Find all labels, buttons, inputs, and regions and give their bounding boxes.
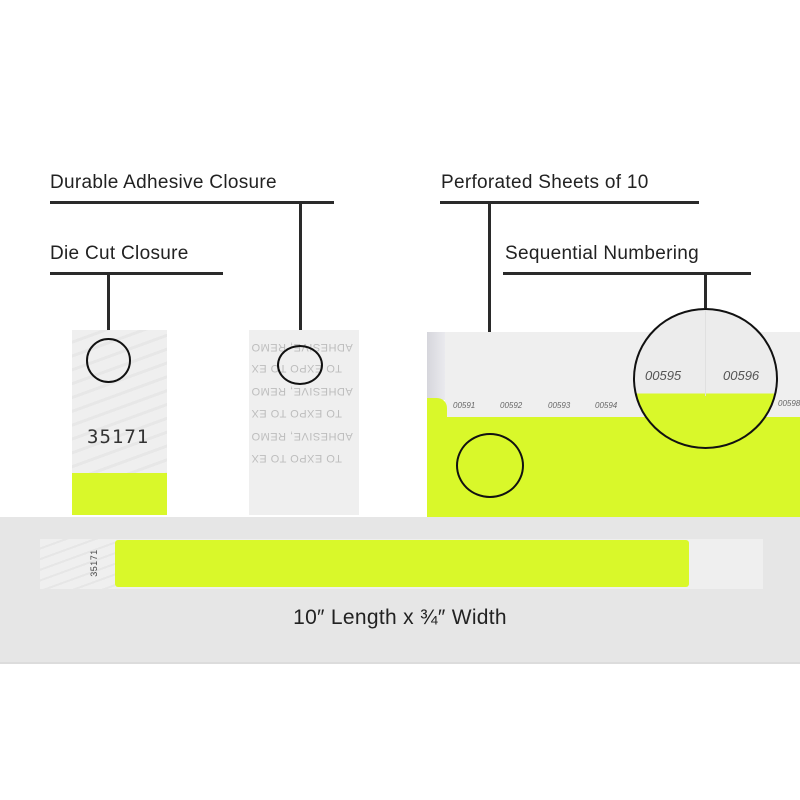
adhesive-liner-text: TO EXPO TO EX: [251, 407, 342, 419]
magnified-number: 00596: [723, 368, 760, 383]
callout-perforated-sheets: Perforated Sheets of 10: [441, 172, 649, 193]
sheet-number: 00598: [778, 399, 800, 408]
leader-line-sequential: [704, 272, 707, 308]
leader-line-die-cut: [107, 272, 110, 338]
wristband-front-number: 35171: [87, 426, 150, 448]
full-wristband-number: 35171: [88, 549, 99, 577]
callout-underline-durable: [50, 201, 334, 204]
adhesive-liner-text: ADHESIVE, REMO: [251, 385, 353, 397]
wristband-front-color-strip: [72, 473, 167, 515]
adhesive-liner-text: ADHESIVE, REMO: [251, 430, 353, 442]
leader-line-perforated: [488, 201, 491, 435]
sheet-number: 00593: [548, 401, 571, 410]
callout-sequential-numbering: Sequential Numbering: [505, 243, 700, 264]
callout-die-cut-closure: Die Cut Closure: [50, 243, 189, 264]
sheet-number: 00594: [595, 401, 618, 410]
full-wristband-left-tab: [40, 539, 115, 589]
callout-durable-adhesive-closure: Durable Adhesive Closure: [50, 172, 277, 193]
sheet-number: 00592: [500, 401, 523, 410]
full-wristband-right-tab: [692, 540, 763, 588]
perforation-line: [705, 310, 706, 396]
sheet-stack-edge: [427, 332, 447, 400]
die-cut-closure-highlight-circle: [86, 338, 131, 383]
sheet-neon-edge: [427, 398, 447, 418]
dimensions-label: 10″ Length x ¾″ Width: [293, 606, 507, 629]
callout-underline-perforated: [440, 201, 699, 204]
leader-line-durable: [299, 201, 302, 356]
adhesive-closure-highlight-circle: [277, 345, 323, 385]
callout-underline-die-cut: [50, 272, 223, 275]
full-wristband-color-strip: [115, 540, 689, 587]
adhesive-liner-text: TO EXPO TO EX: [251, 452, 342, 464]
sheet-number: 00591: [453, 401, 476, 410]
sequential-magnifier: 00595 00596: [633, 308, 778, 449]
magnified-number: 00595: [645, 368, 682, 383]
callout-underline-sequential: [503, 272, 751, 275]
perforated-sheets-highlight-circle: [456, 433, 524, 498]
